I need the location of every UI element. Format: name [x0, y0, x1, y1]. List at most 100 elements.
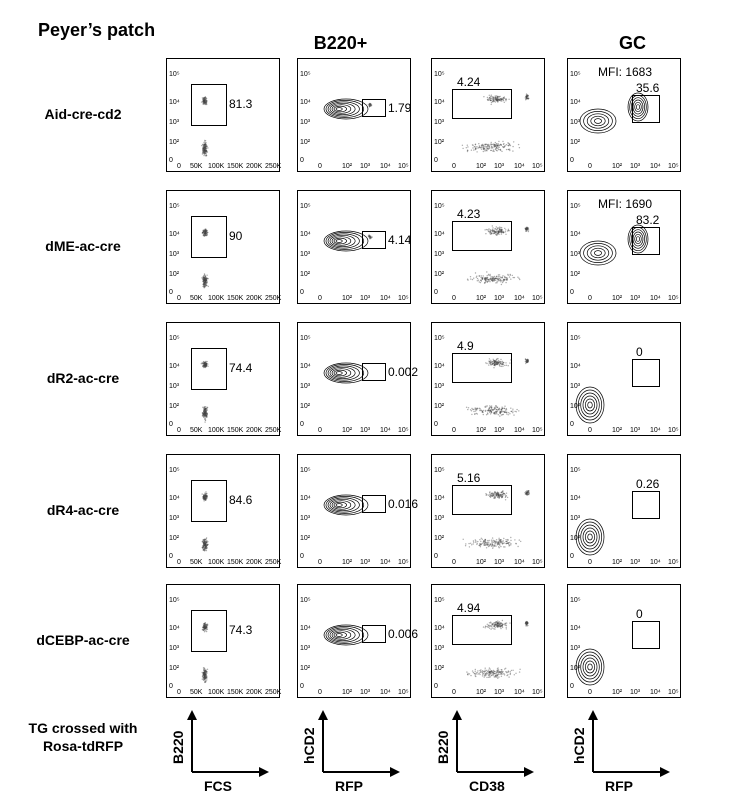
x-tick-label: 100K	[208, 427, 225, 434]
gate-percentage: 84.6	[229, 493, 253, 507]
x-tick-label: 10²	[612, 559, 623, 566]
gc-population	[485, 490, 509, 501]
y-axis-key-label: hCD2	[301, 727, 317, 764]
y-tick-label: 0	[169, 289, 173, 296]
x-tick-label: 10⁴	[514, 427, 525, 434]
panel-plot-area	[200, 360, 209, 423]
y-tick-label: 10³	[169, 645, 180, 652]
gate-percentage: 1.79	[388, 101, 412, 115]
y-tick-label: 0	[300, 289, 304, 296]
panel-plot-area	[323, 494, 369, 516]
y-tick-label: 10⁵	[434, 203, 445, 210]
y-tick-label: 0	[300, 157, 304, 164]
y-tick-label: 0	[169, 421, 173, 428]
y-tick-label: 10⁵	[434, 597, 445, 604]
y-axis-key-label: B220	[435, 730, 451, 764]
gate-box	[362, 99, 386, 117]
x-tick-label: 10⁴	[514, 689, 525, 696]
x-tick-label: 10⁴	[650, 163, 661, 170]
gate-box	[452, 615, 512, 645]
x-tick-label: 10³	[360, 295, 371, 302]
gate-box	[191, 480, 227, 522]
x-tick-label: 150K	[227, 689, 244, 696]
y-axis-key-label: hCD2	[571, 727, 587, 764]
y-tick-label: 10²	[434, 403, 445, 410]
b220-high-population	[201, 491, 208, 502]
x-tick-label: 200K	[246, 295, 263, 302]
background-contours	[323, 494, 369, 516]
x-tick-label: 10⁴	[380, 427, 391, 434]
y-tick-label: 10³	[570, 383, 581, 390]
x-tick-label: 10⁴	[380, 689, 391, 696]
gate-percentage: 0	[636, 345, 643, 359]
x-tick-label: 10²	[612, 295, 623, 302]
x-tick-label: 200K	[246, 689, 263, 696]
x-tick-label: 10⁵	[532, 427, 543, 434]
x-tick-label: 10²	[476, 295, 487, 302]
gate-box	[452, 221, 512, 251]
x-tick-label: 10⁴	[514, 559, 525, 566]
x-tick-label: 10²	[342, 163, 353, 170]
y-tick-label: 10⁴	[570, 99, 581, 106]
background-contours	[323, 230, 369, 252]
x-tick-label: 0	[318, 559, 322, 566]
x-tick-label: 0	[452, 163, 456, 170]
x-tick-label: 0	[177, 163, 181, 170]
panel-plot-area	[466, 225, 530, 286]
x-axis-key-label: FCS	[204, 778, 232, 794]
panel-plot-area	[579, 224, 649, 266]
b220-high-population	[201, 228, 209, 237]
x-tick-label: 10³	[630, 689, 641, 696]
x-tick-label: 10⁵	[532, 689, 543, 696]
x-tick-label: 0	[177, 559, 181, 566]
gc-rfp-contours	[627, 92, 649, 122]
y-tick-label: 10⁴	[300, 99, 311, 106]
rfp-positive-cells	[367, 234, 373, 240]
y-tick-label: 10²	[169, 139, 180, 146]
y-tick-label: 0	[434, 683, 438, 690]
x-tick-label: 10⁴	[650, 559, 661, 566]
y-tick-label: 10⁴	[300, 363, 311, 370]
b220-high-population	[200, 96, 208, 106]
panel-plot-area	[466, 619, 529, 679]
x-tick-label: 10³	[494, 689, 505, 696]
gate-box	[632, 227, 660, 255]
y-tick-label: 10²	[570, 535, 581, 542]
y-tick-label: 10⁵	[570, 597, 581, 604]
x-tick-label: 150K	[227, 427, 244, 434]
x-tick-label: 10³	[360, 427, 371, 434]
x-axis-key-label: CD38	[469, 778, 505, 794]
panel-plot-area	[200, 96, 209, 157]
x-tick-label: 10²	[476, 163, 487, 170]
x-tick-label: 50K	[190, 295, 203, 302]
y-tick-label: 10³	[169, 251, 180, 258]
gate-percentage: 4.14	[388, 233, 412, 247]
x-tick-label: 10²	[342, 559, 353, 566]
x-tick-label: 250K	[265, 559, 282, 566]
y-tick-label: 10³	[570, 119, 581, 126]
x-tick-label: 100K	[208, 689, 225, 696]
x-tick-label: 10²	[612, 163, 623, 170]
x-tick-label: 10⁵	[532, 295, 543, 302]
naive-b-population	[524, 490, 530, 496]
y-tick-label: 10³	[434, 383, 445, 390]
y-tick-label: 10³	[434, 251, 445, 258]
x-tick-label: 10⁵	[668, 163, 679, 170]
row-label: dR4-ac-cre	[46, 502, 120, 518]
b220-negative-population	[461, 140, 521, 153]
naive-b-population	[524, 620, 529, 627]
x-tick-label: 200K	[246, 163, 263, 170]
b220-negative-population	[462, 536, 522, 549]
x-tick-label: 10⁵	[668, 559, 679, 566]
y-tick-label: 0	[169, 157, 173, 164]
panel-plot-area	[465, 357, 529, 417]
